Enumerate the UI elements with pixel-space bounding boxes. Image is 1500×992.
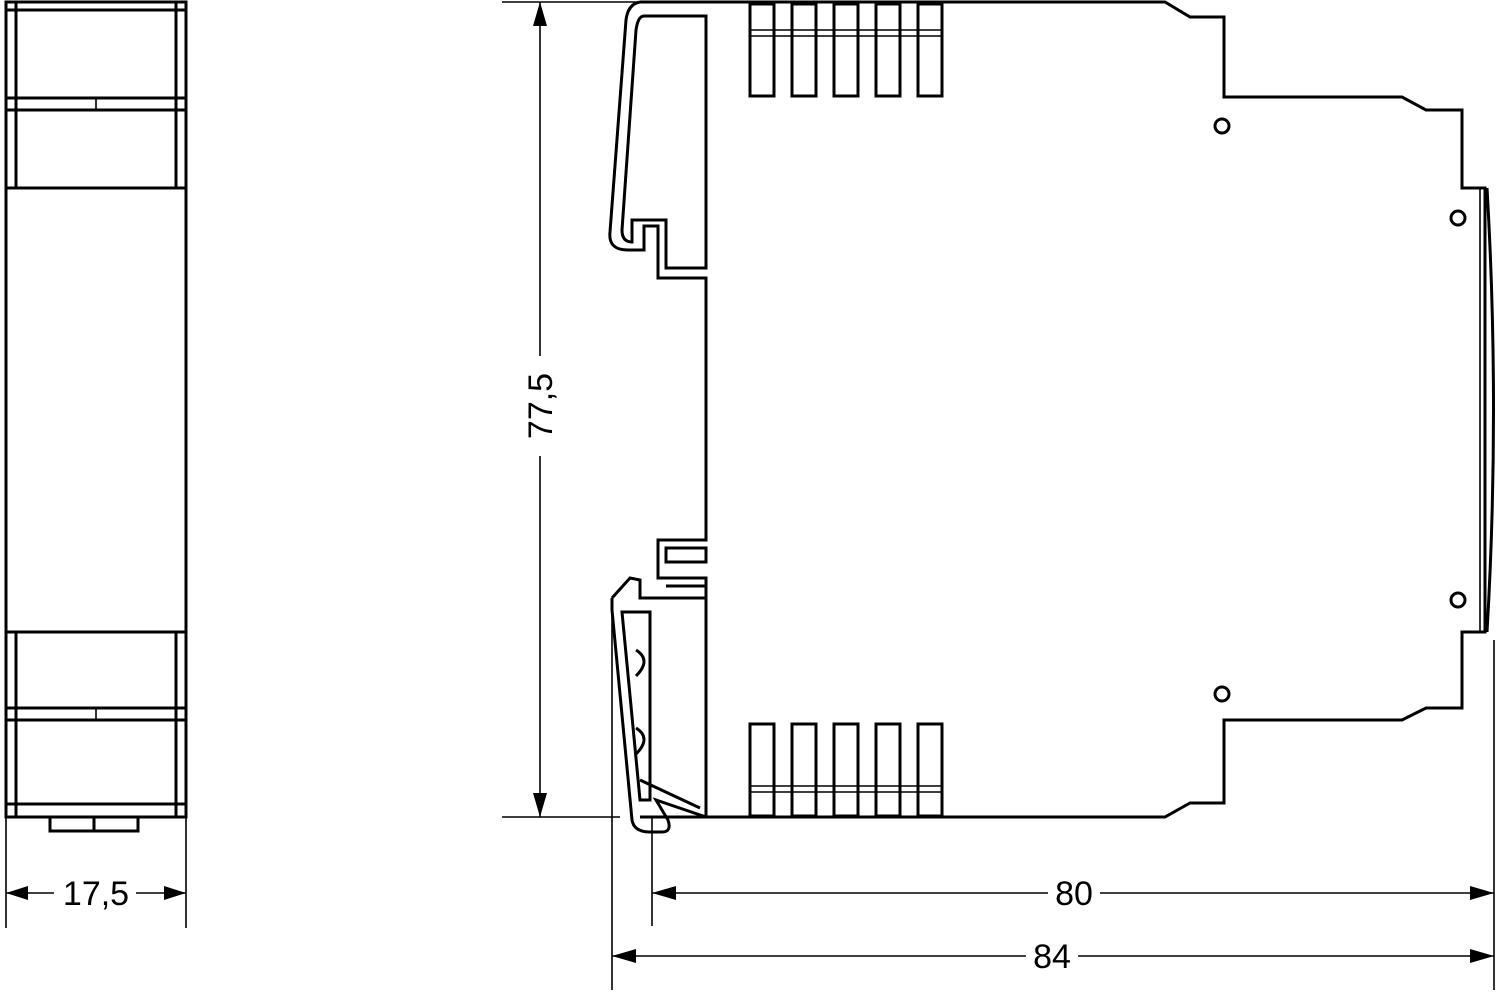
din-clip — [610, 576, 708, 834]
cover-hole-top — [1449, 209, 1467, 227]
front-top-terminal-block — [6, 8, 186, 190]
front-view: 17,5 — [4, 0, 188, 928]
height-dimension-label: 77,5 — [522, 373, 560, 439]
width-dimension-label: 17,5 — [63, 875, 129, 913]
depth-80-label: 80 — [1055, 875, 1093, 913]
front-bottom-terminal-block — [6, 630, 186, 806]
top-terminal-openings — [748, 2, 944, 98]
hole-top — [1213, 117, 1231, 135]
depth-80-dimension: 80 — [651, 640, 1495, 990]
hole-bottom — [1213, 685, 1231, 703]
side-housing-outline — [640, 0, 1487, 819]
latch-slot — [664, 546, 708, 564]
width-dimension: 17,5 — [5, 817, 187, 928]
height-dimension: 77,5 — [502, 1, 640, 818]
side-front-cover — [1485, 187, 1495, 633]
cover-hole-bottom — [1449, 591, 1467, 609]
side-view: 77,5 — [502, 0, 1495, 990]
bottom-terminal-openings — [748, 722, 944, 818]
depth-84-label: 84 — [1033, 938, 1071, 976]
din-rail-profile — [608, 0, 708, 600]
depth-84-dimension: 84 — [611, 600, 1494, 990]
front-housing-outline — [4, 0, 188, 819]
